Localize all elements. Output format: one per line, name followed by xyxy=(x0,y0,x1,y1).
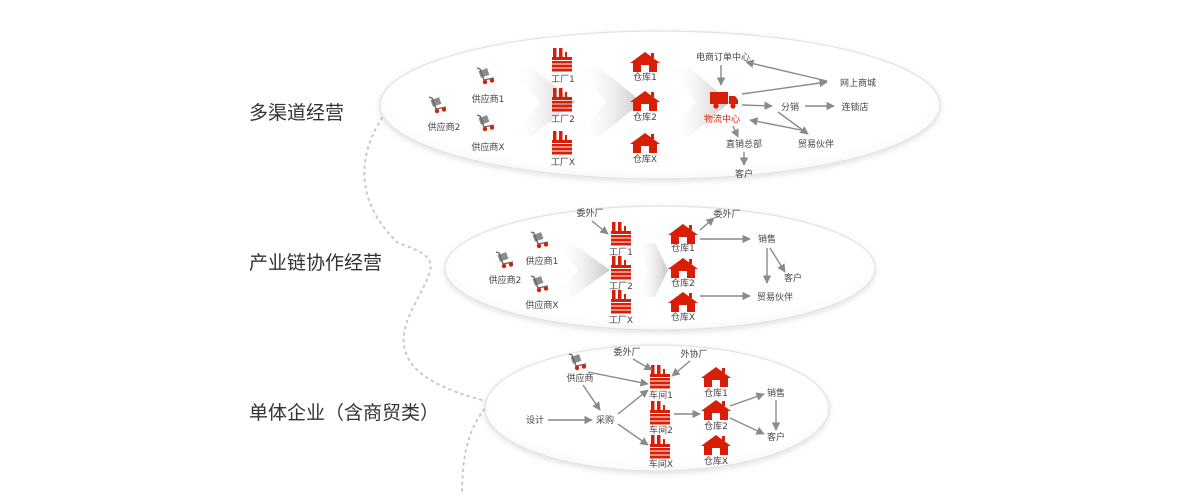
r1-chain-store-label: 连锁店 xyxy=(841,101,868,113)
arrow xyxy=(729,417,765,435)
row1-funnel-2 xyxy=(578,68,642,136)
r3-outsource-label: 委外厂 xyxy=(613,346,640,358)
r1-customer-label: 客户 xyxy=(735,168,753,180)
r3-subcontract-label: 外协厂 xyxy=(680,348,707,360)
r3-warehouse2-label: 仓库2 xyxy=(704,420,728,432)
r2-factoryx-label: 工厂X xyxy=(609,315,633,326)
row-title-industry-chain: 产业链协作经营 xyxy=(249,252,383,274)
r2-customer-label: 客户 xyxy=(784,272,802,284)
row2-funnel-1 xyxy=(555,243,610,297)
r2-warehouse2-label: 仓库2 xyxy=(671,277,695,289)
arrow xyxy=(591,220,609,235)
r3-workshop1-label: 车间1 xyxy=(649,389,673,401)
r1-factory1-label: 工厂1 xyxy=(551,74,575,85)
r3-workshopx-label: 车间X xyxy=(649,458,673,470)
arrow xyxy=(699,217,715,231)
arrow xyxy=(749,117,807,132)
dotted-connector xyxy=(363,117,492,496)
r2-warehousex-label: 仓库X xyxy=(671,311,695,323)
r2-warehouse1-label: 仓库1 xyxy=(671,242,695,254)
r3-supplier-label: 供应商 xyxy=(566,372,593,384)
row1-funnel-1 xyxy=(512,68,575,136)
arrow xyxy=(729,392,765,407)
r1-ecom-center-label: 电商订单中心 xyxy=(696,51,750,63)
row-title-multichannel: 多渠道经营 xyxy=(249,102,345,124)
r1-supplier1-label: 供应商1 xyxy=(472,93,505,105)
r3-design-label: 设计 xyxy=(526,414,544,426)
r1-supplierx-label: 供应商X xyxy=(471,141,504,153)
r1-direct-hq-label: 直销总部 xyxy=(726,138,762,150)
arrow xyxy=(731,125,739,138)
r3-workshop2-label: 车间2 xyxy=(649,424,673,436)
r2-supplierx-label: 供应商X xyxy=(525,299,558,311)
r3-purchase-label: 采购 xyxy=(596,414,614,426)
r2-outsource-b-label: 委外厂 xyxy=(713,208,740,220)
arrow xyxy=(632,358,653,371)
arrow xyxy=(587,371,649,387)
r1-supplier2-label: 供应商2 xyxy=(428,121,461,133)
row1-funnel-3 xyxy=(668,68,730,136)
arrow xyxy=(741,101,773,110)
arrow xyxy=(741,78,828,95)
r1-factory2-label: 工厂2 xyxy=(551,114,575,125)
r1-warehouse2-label: 仓库2 xyxy=(633,111,657,123)
r3-customer-label: 客户 xyxy=(767,431,785,443)
r2-outsource-a-label: 委外厂 xyxy=(576,207,603,219)
r2-supplier2-label: 供应商2 xyxy=(489,274,522,286)
arrow xyxy=(671,360,691,377)
row2-funnel-2 xyxy=(637,243,668,297)
r1-factoryx-label: 工厂X xyxy=(551,157,575,168)
arrow xyxy=(617,389,649,415)
r2-factory1-label: 工厂1 xyxy=(609,247,633,258)
row-title-single-enterprise: 单体企业（含商贸类） xyxy=(249,402,440,424)
arrow xyxy=(745,59,828,82)
r3-warehouse1-label: 仓库1 xyxy=(704,387,728,399)
r1-trade-partner-label: 贸易伙伴 xyxy=(798,138,834,150)
r2-sales-label: 销售 xyxy=(758,233,776,245)
arrow xyxy=(769,247,786,273)
r1-online-mall-label: 网上商城 xyxy=(840,77,876,89)
r1-warehousex-label: 仓库X xyxy=(633,153,657,165)
r2-supplier1-label: 供应商1 xyxy=(526,255,559,267)
arrow xyxy=(582,384,601,411)
arrow xyxy=(617,423,649,446)
r2-trade-partner-label: 贸易伙伴 xyxy=(757,291,793,303)
r1-warehouse1-label: 仓库1 xyxy=(633,71,657,83)
r3-warehousex-label: 仓库X xyxy=(704,455,728,467)
r2-factory2-label: 工厂2 xyxy=(609,281,633,292)
r1-distribution-label: 分销 xyxy=(781,101,799,113)
r1-logistics-label: 物流中心 xyxy=(704,113,740,125)
r3-sales-label: 销售 xyxy=(767,387,785,399)
